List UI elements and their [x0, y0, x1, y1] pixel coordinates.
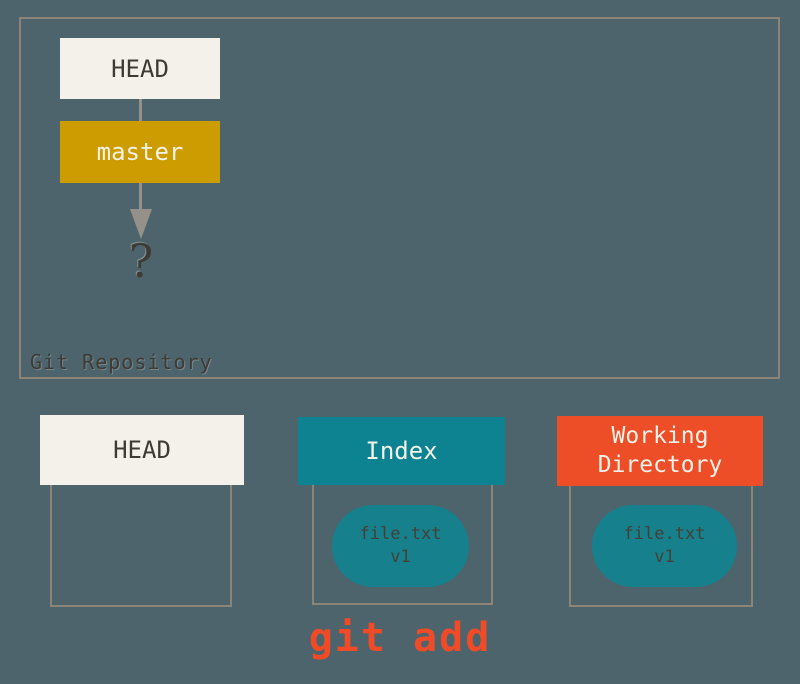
index-area-container [312, 485, 493, 605]
git-add-command-label: git add [308, 615, 492, 661]
unknown-commit-mark: ? [128, 234, 154, 288]
working-directory-box: Working Directory [557, 416, 763, 486]
working-directory-file-blob: file.txt v1 [592, 505, 737, 587]
git-repository-label: Git Repository [30, 350, 213, 374]
arrow-head-icon [130, 209, 152, 239]
git-repository-panel [19, 17, 780, 379]
head-area-box: HEAD [40, 415, 244, 485]
head-ref-box: HEAD [60, 38, 220, 99]
index-area-box: Index [298, 417, 505, 485]
master-branch-box: master [60, 121, 220, 183]
head-area-container [50, 485, 232, 607]
index-file-blob: file.txt v1 [332, 505, 469, 587]
working-directory-container [569, 486, 753, 607]
